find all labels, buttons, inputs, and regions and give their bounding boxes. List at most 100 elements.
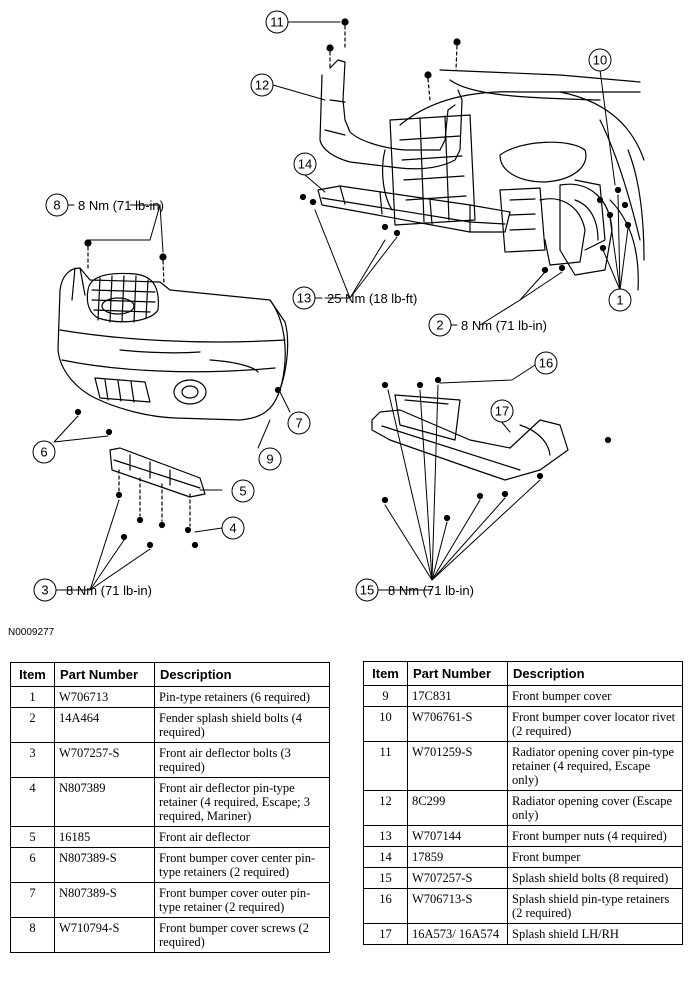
table-header-row: Item Part Number Description — [363, 661, 683, 686]
svg-text:7: 7 — [295, 416, 302, 431]
svg-text:10: 10 — [593, 53, 607, 68]
exploded-view-diagram: 11 12 10 14 8 8 Nm (71 lb-in) 13 25 Nm (… — [32, 10, 645, 602]
cell-description: Splash shield LH/RH — [507, 923, 683, 945]
cell-part-number: 16185 — [54, 826, 155, 848]
cell-description: Fender splash shield bolts (4 required) — [154, 707, 330, 743]
cell-item: 17 — [363, 923, 408, 945]
cell-part-number: W707144 — [407, 825, 508, 847]
cell-description: Splash shield bolts (8 required) — [507, 867, 683, 889]
cell-description: Front bumper cover — [507, 685, 683, 707]
cell-description: Front bumper cover screws (2 required) — [154, 917, 330, 953]
cell-part-number: 17859 — [407, 846, 508, 868]
callout-leader-lines — [53, 21, 629, 591]
svg-text:14: 14 — [298, 157, 312, 172]
bumper-cover-retainers-drawing — [74, 386, 282, 436]
cell-part-number: N807389-S — [54, 882, 155, 918]
cell-part-number: W706713 — [54, 686, 155, 708]
cell-part-number: 17C831 — [407, 685, 508, 707]
table-header-row: Item Part Number Description — [10, 662, 330, 687]
cell-description: Front bumper cover locator rivet (2 requ… — [507, 706, 683, 742]
vehicle-front-structure-drawing — [382, 69, 645, 291]
cell-description: Front bumper nuts (4 required) — [507, 825, 683, 847]
callout-5: 5 — [231, 479, 255, 503]
front-bumper-cover-drawing — [57, 267, 289, 421]
figure-id: N0009277 — [8, 627, 55, 638]
cell-description: Pin-type retainers (6 required) — [154, 686, 330, 708]
front-air-deflector-drawing — [109, 447, 206, 498]
header-part-number: Part Number — [407, 661, 508, 686]
air-deflector-fastener-lines — [118, 469, 191, 527]
fender-splash-shield-drawing — [559, 183, 613, 276]
svg-text:25 Nm (18 lb-ft): 25 Nm (18 lb-ft) — [327, 291, 417, 306]
svg-text:8 Nm (71 lb-in): 8 Nm (71 lb-in) — [388, 583, 474, 598]
cell-description: Front air deflector — [154, 826, 330, 848]
front-bumper-beam-drawing — [317, 185, 511, 233]
callout-4: 4 — [221, 516, 245, 540]
svg-text:16: 16 — [539, 356, 553, 371]
cell-item: 15 — [363, 867, 408, 889]
cell-item: 8 — [10, 917, 55, 953]
cell-part-number: W707257-S — [407, 867, 508, 889]
svg-text:6: 6 — [40, 445, 47, 460]
svg-text:12: 12 — [255, 78, 269, 93]
cell-part-number: W707257-S — [54, 742, 155, 778]
cell-part-number: W701259-S — [407, 741, 508, 791]
cell-item: 2 — [10, 707, 55, 743]
callout-10: 10 — [588, 48, 612, 72]
callout-14: 14 — [293, 152, 317, 176]
svg-text:15: 15 — [360, 583, 374, 598]
callouts: 11 12 10 14 8 8 Nm (71 lb-in) 13 25 Nm (… — [32, 10, 632, 602]
callout-3: 3 8 Nm (71 lb-in) — [33, 578, 152, 602]
callout-13: 13 25 Nm (18 lb-ft) — [292, 286, 417, 310]
cell-description: Splash shield pin-type retainers (2 requ… — [507, 888, 683, 924]
radiator-cover-pins-drawing — [326, 18, 461, 79]
cell-description: Radiator opening cover pin-type retainer… — [507, 741, 683, 791]
air-deflector-fasteners-drawing — [115, 491, 199, 549]
bumper-nuts-drawing — [299, 193, 401, 237]
cell-description: Front bumper cover center pin-type retai… — [154, 847, 330, 883]
callout-16: 16 — [534, 351, 558, 375]
cell-item: 9 — [363, 685, 408, 707]
svg-text:4: 4 — [229, 521, 236, 536]
cell-item: 3 — [10, 742, 55, 778]
svg-text:2: 2 — [436, 318, 443, 333]
cell-description: Front air deflector pin-type retainer (4… — [154, 777, 330, 827]
cell-part-number: W710794-S — [54, 917, 155, 953]
svg-text:8 Nm (71 lb-in): 8 Nm (71 lb-in) — [78, 198, 164, 213]
callout-7: 7 — [287, 411, 311, 435]
header-item: Item — [10, 662, 55, 687]
radiator-opening-cover-drawing — [319, 59, 463, 170]
cell-part-number: N807389-S — [54, 847, 155, 883]
callout-11: 11 — [265, 10, 289, 34]
callout-1: 1 — [608, 288, 632, 312]
callout-17: 17 — [490, 399, 514, 423]
callout-15: 15 8 Nm (71 lb-in) — [355, 578, 474, 602]
callout-12: 12 — [250, 73, 274, 97]
splash-shield-fasteners-drawing — [381, 376, 612, 522]
cell-item: 12 — [363, 790, 408, 826]
cell-description: Front bumper cover outer pin-type retain… — [154, 882, 330, 918]
callout-2: 2 8 Nm (71 lb-in) — [428, 313, 547, 337]
fender-fasteners-drawing — [541, 186, 632, 274]
callout-8: 8 8 Nm (71 lb-in) — [45, 193, 164, 217]
svg-text:1: 1 — [616, 293, 623, 308]
cell-description: Radiator opening cover (Escape only) — [507, 790, 683, 826]
bumper-cover-screw-lines — [87, 246, 165, 286]
svg-text:3: 3 — [41, 583, 48, 598]
svg-text:13: 13 — [297, 291, 311, 306]
radiator-cover-pin-lines — [329, 25, 458, 101]
